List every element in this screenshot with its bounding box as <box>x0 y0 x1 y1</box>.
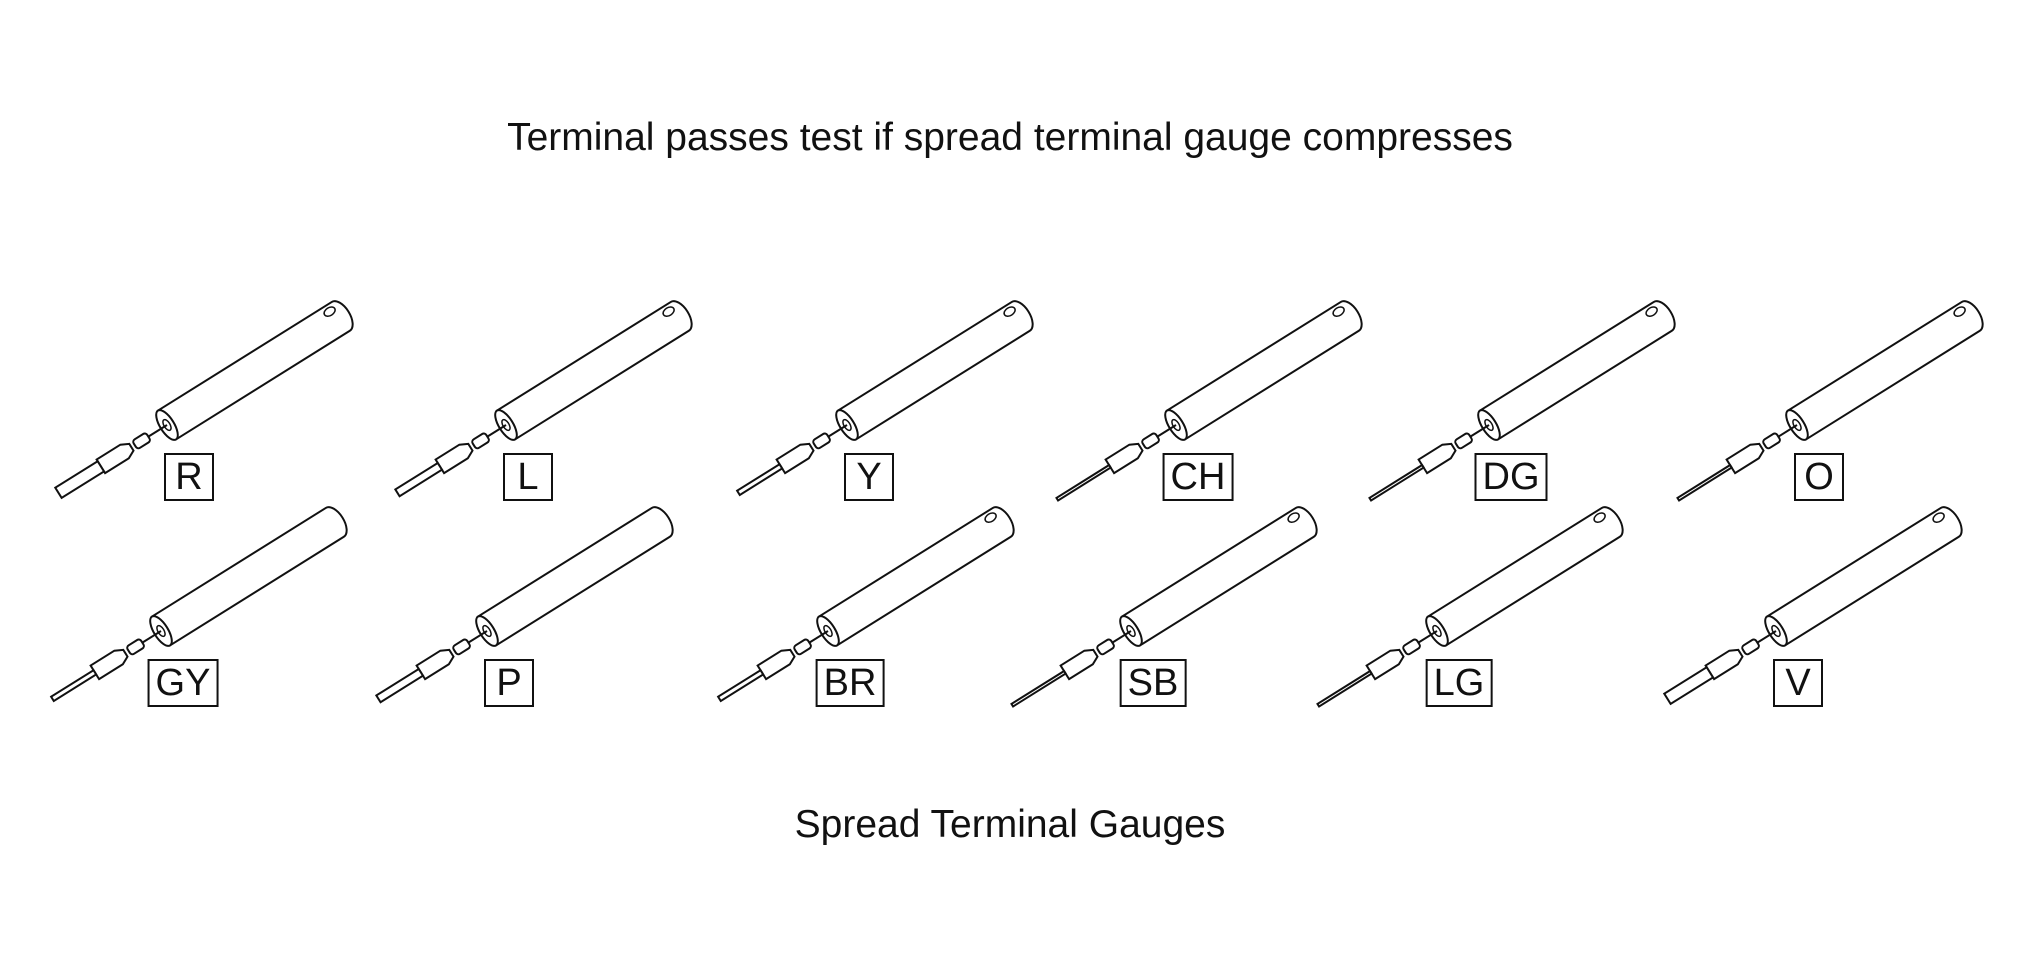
gauge-label-gy: GY <box>147 659 219 707</box>
spread-terminal-gauge-r <box>53 300 354 500</box>
gauge-cylinder <box>476 506 674 647</box>
gauge-pin <box>808 630 829 644</box>
terminal-blade <box>716 668 765 703</box>
spread-terminal-gauge-sb <box>1010 506 1318 708</box>
gauge-cylinder <box>1786 300 1984 441</box>
gauge-hole <box>662 306 675 317</box>
terminal-body <box>1365 648 1405 681</box>
gauge-label-r: R <box>164 453 214 501</box>
terminal-blade <box>374 667 425 704</box>
terminal-barrel <box>793 638 812 656</box>
terminal-barrel <box>1762 432 1781 450</box>
gauge-pin <box>827 424 848 438</box>
spread-terminal-gauge-gy <box>49 506 348 703</box>
gauge-pin <box>486 424 507 438</box>
terminal-blade <box>1010 669 1068 708</box>
gauge-cylinder <box>817 506 1015 647</box>
spread-terminal-gauge-y <box>735 300 1034 497</box>
spread-terminal-gauge-v <box>1662 506 1963 706</box>
gauge-label-dg: DG <box>1474 453 1548 501</box>
terminal-blade <box>1368 463 1426 502</box>
terminal-barrel <box>1141 432 1160 450</box>
terminal-barrel <box>1402 638 1421 656</box>
gauge-pin <box>1156 424 1177 438</box>
gauge-hole <box>1287 512 1300 523</box>
gauge-cylinder <box>1165 300 1363 441</box>
gauge-cylinder <box>836 300 1034 441</box>
terminal-body <box>434 442 474 475</box>
gauge-cylinder <box>1120 506 1318 647</box>
spread-terminal-gauge-br <box>716 506 1015 703</box>
gauge-pin <box>147 424 168 438</box>
gauge-label-lg: LG <box>1425 659 1493 707</box>
gauge-pin <box>141 630 162 644</box>
gauge-pin <box>1777 424 1798 438</box>
terminal-body <box>89 648 129 681</box>
gauge-hole <box>1953 306 1966 317</box>
diagram-title: Terminal passes test if spread terminal … <box>507 116 1513 159</box>
gauge-label-br: BR <box>815 659 885 707</box>
terminal-barrel <box>1454 432 1473 450</box>
terminal-body <box>1725 442 1765 475</box>
diagram-caption: Spread Terminal Gauges <box>794 803 1226 846</box>
gauge-hole <box>1593 512 1606 523</box>
terminal-barrel <box>452 638 471 656</box>
gauge-cylinder <box>1765 506 1963 647</box>
gauge-label-p: P <box>484 659 534 707</box>
terminal-barrel <box>132 432 151 450</box>
terminal-body <box>415 648 455 681</box>
terminal-blade <box>1055 463 1113 502</box>
gauge-hole <box>1332 306 1345 317</box>
gauge-hole <box>1003 306 1016 317</box>
gauge-pin <box>1417 630 1438 644</box>
gauge-cylinder <box>150 506 348 647</box>
gauge-label-v: V <box>1773 659 1823 707</box>
terminal-barrel <box>471 432 490 450</box>
spread-terminal-gauge-l <box>393 300 693 498</box>
terminal-body <box>756 648 796 681</box>
terminal-body <box>1417 442 1457 475</box>
gauge-hole <box>1932 512 1945 523</box>
terminal-blade <box>49 668 98 703</box>
terminal-body <box>1704 648 1744 681</box>
terminal-body <box>1104 442 1144 475</box>
spread-terminal-gauge-lg <box>1316 506 1624 708</box>
gauge-label-ch: CH <box>1162 453 1234 501</box>
gauge-cylinder <box>156 300 354 441</box>
gauge-hole <box>984 512 997 523</box>
terminal-barrel <box>1096 638 1115 656</box>
terminal-blade <box>1662 665 1715 706</box>
terminal-blade <box>735 462 784 497</box>
gauge-pin <box>1756 630 1777 644</box>
terminal-body <box>1059 648 1099 681</box>
gauge-cylinder <box>1478 300 1676 441</box>
gauge-pin <box>1111 630 1132 644</box>
terminal-barrel <box>812 432 831 450</box>
gauge-cylinder <box>1426 506 1624 647</box>
gauge-cylinder <box>495 300 693 441</box>
spread-terminal-gauge-o <box>1676 300 1984 502</box>
gauge-label-o: O <box>1794 453 1844 501</box>
gauge-hole <box>323 306 336 317</box>
gauge-pin <box>467 630 488 644</box>
gauge-hole <box>1645 306 1658 317</box>
terminal-body <box>775 442 815 475</box>
terminal-barrel <box>1741 638 1760 656</box>
terminal-blade <box>1676 463 1734 502</box>
spread-terminal-gauge-p <box>374 506 674 704</box>
terminal-barrel <box>126 638 145 656</box>
gauge-label-sb: SB <box>1119 659 1187 707</box>
gauge-pin <box>1469 424 1490 438</box>
spread-terminal-gauge-dg <box>1368 300 1676 502</box>
spread-terminal-gauge-ch <box>1055 300 1363 502</box>
gauge-label-y: Y <box>844 453 894 501</box>
terminal-body <box>95 442 135 475</box>
terminal-blade <box>53 459 106 500</box>
terminal-blade <box>393 461 444 498</box>
gauge-label-l: L <box>503 453 553 501</box>
terminal-blade <box>1316 669 1374 708</box>
